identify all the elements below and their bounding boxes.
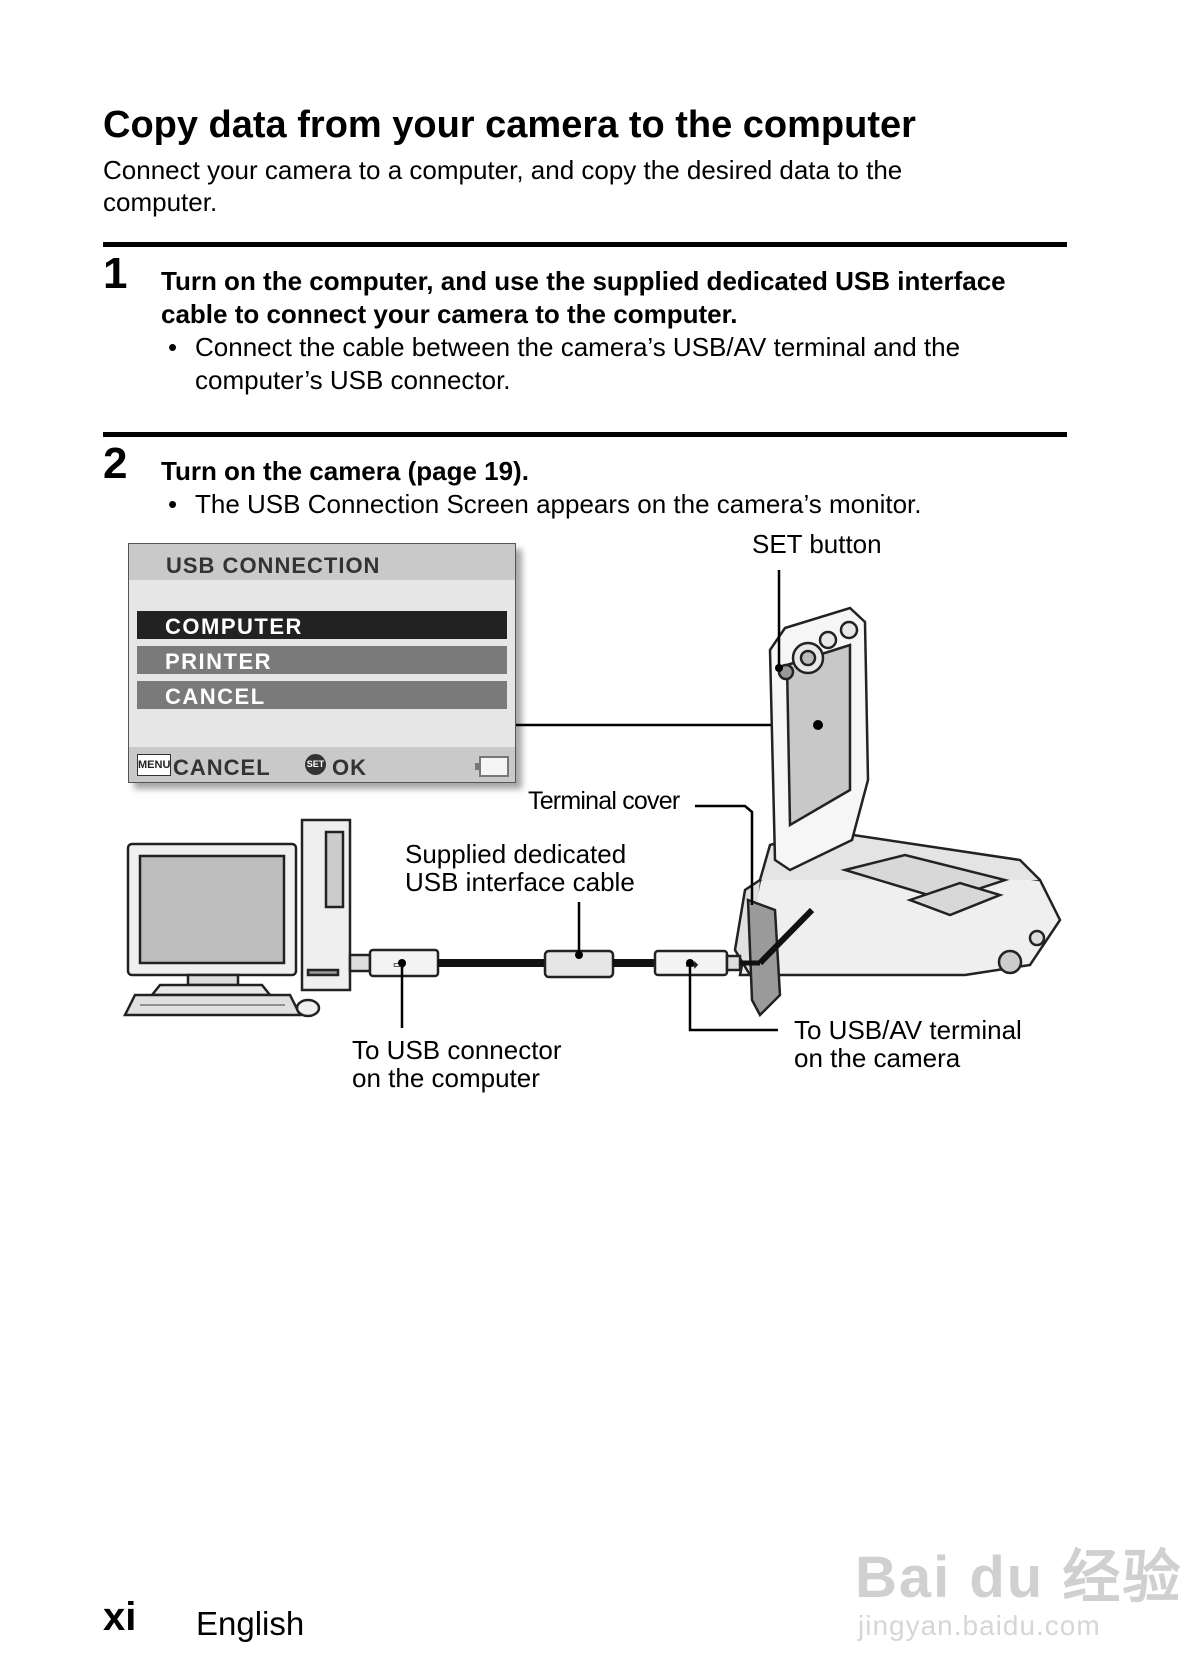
- callout-set-button: SET button: [752, 529, 882, 559]
- callout-usbav-line1: To USB/AV terminal: [794, 1015, 1022, 1045]
- bullet-mark: •: [168, 489, 178, 519]
- footer-language: English: [196, 1605, 305, 1642]
- lcd-header-text: USB CONNECTION: [166, 553, 381, 578]
- usbav-leader: [688, 963, 778, 1032]
- page-title: Copy data from your camera to the comput…: [103, 104, 916, 146]
- step-2-number: 2: [103, 439, 128, 488]
- step-2-bullet: • The USB Connection Screen appears on th…: [168, 488, 1068, 521]
- lcd-footer: MENU CANCEL SET OK: [129, 747, 515, 782]
- step-2-heading: Turn on the camera (page 19).: [161, 456, 529, 486]
- step-1-bullet: • Connect the cable between the camera’s …: [168, 331, 1068, 397]
- step-1-heading: Turn on the computer, and use the suppli…: [161, 266, 1006, 329]
- lcd-footer-cancel: CANCEL: [173, 755, 271, 780]
- lcd-header: USB CONNECTION: [129, 544, 515, 580]
- callout-cable-line2: USB interface cable: [405, 867, 635, 897]
- callout-usb-connector-line2: on the computer: [352, 1063, 540, 1093]
- step-1-bullet-line2: computer’s USB connector.: [195, 365, 511, 395]
- watermark-logo: Bai du 经验: [855, 1545, 1183, 1610]
- step-2-divider: [103, 432, 1067, 437]
- lcd-option-cancel[interactable]: CANCEL: [137, 681, 507, 709]
- set-icon: SET: [305, 754, 326, 775]
- bullet-mark: •: [168, 332, 178, 362]
- usb-connection-screen: USB CONNECTION COMPUTER PRINTER CANCEL M…: [128, 543, 516, 783]
- lcd-option-printer[interactable]: PRINTER: [137, 646, 507, 674]
- callout-usb-connector-line1: To USB connector: [352, 1035, 562, 1065]
- step-1-bullet-line1: Connect the cable between the camera’s U…: [195, 332, 961, 362]
- camera-screen-dot: [813, 720, 823, 730]
- terminal-cover-leader: [695, 804, 754, 905]
- camera-illustration: [733, 606, 1062, 1018]
- page-number: xi: [103, 1595, 137, 1639]
- page-intro: Connect your camera to a computer, and c…: [103, 155, 903, 217]
- lcd-option-computer[interactable]: COMPUTER: [137, 611, 507, 639]
- battery-icon: [475, 756, 509, 777]
- step-1-divider: [103, 242, 1067, 247]
- callout-cable-line1: Supplied dedicated: [405, 839, 627, 869]
- menu-icon: MENU: [137, 754, 171, 776]
- callout-usbav-line2: on the camera: [794, 1043, 961, 1073]
- watermark-url: jingyan.baidu.com: [858, 1610, 1101, 1641]
- step-1-number: 1: [103, 249, 128, 298]
- lcd-footer-ok: OK: [332, 755, 367, 780]
- step-2-bullet-line1: The USB Connection Screen appears on the…: [195, 489, 922, 519]
- computer-illustration: [122, 818, 352, 1018]
- callout-terminal-cover: Terminal cover: [528, 787, 680, 815]
